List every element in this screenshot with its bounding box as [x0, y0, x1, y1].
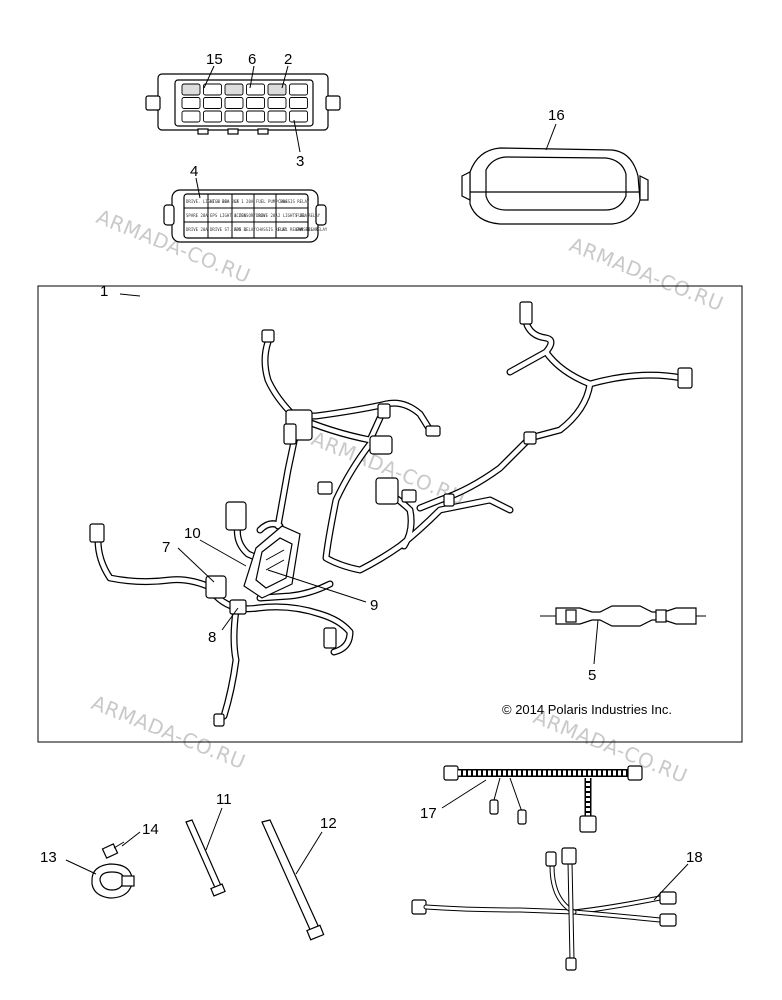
sub-harness-18 [411, 847, 677, 971]
protective-cover [461, 147, 649, 225]
inline-fuse-holder [540, 605, 706, 627]
main-harness-frame [37, 285, 743, 743]
relay-slot [203, 110, 222, 123]
relay-slot [267, 97, 287, 109]
callout-6: 6 [248, 51, 256, 68]
relay-slot [181, 110, 201, 123]
sub-harness-17 [443, 765, 643, 833]
callout-12: 12 [320, 815, 337, 832]
relay-slot [203, 83, 222, 96]
harness-wire-fill [257, 521, 283, 533]
fuse-slot-label: FUEL RELAY [296, 213, 321, 218]
harness-wire-fill [257, 581, 333, 601]
relay-slot [289, 83, 308, 96]
clamp-13 [91, 863, 135, 899]
relay-box-top [145, 73, 341, 135]
relay-slot [246, 110, 265, 123]
fuse-slot-label: ACCESSORY 20A [234, 213, 266, 218]
callout-8: 8 [208, 629, 216, 646]
callout-14: 14 [142, 821, 159, 838]
callout-4: 4 [190, 163, 198, 180]
callout-18: 18 [686, 849, 703, 866]
fuse-slot-label: DRIVE ST. AUX 1 [210, 227, 247, 232]
fuse-slot-label: LT 1 20A [234, 199, 254, 204]
cable-tie-11 [185, 819, 226, 897]
callout-17: 17 [420, 805, 437, 822]
harness-wire-fill [221, 607, 239, 719]
callout-numbers: 15 6 2 3 4 16 1 10 7 8 9 5 17 11 12 14 1… [40, 51, 703, 866]
main-harness [89, 301, 693, 727]
callout-1: 1 [100, 283, 108, 300]
relay-slot [224, 110, 244, 123]
relay-slot [181, 83, 201, 96]
callout-15: 15 [206, 51, 223, 68]
fuse-slot-label: CHASSIS RELAY [256, 227, 288, 232]
fuse-slot-label: DRIVE 20A [186, 227, 208, 232]
callout-10: 10 [184, 525, 201, 542]
relay-slot [181, 97, 201, 109]
relay-slot [203, 97, 222, 109]
copyright-notice: © 2014 Polaris Industries Inc. [502, 702, 672, 717]
relay-slot [224, 97, 244, 109]
relay-slot [267, 83, 287, 96]
fuse-slot-label: FUEL PUMP 20A [256, 199, 288, 204]
relay-slot [267, 110, 287, 123]
fuse-slot-label: FUEL RELAY [278, 227, 303, 232]
fuse-slot-label: CHASSIS RELAY [296, 227, 328, 232]
fuse-slot-label: SPARE 20A [186, 213, 208, 218]
fuse-slot-label: DRIVE. LIGHT 1 20A [186, 199, 230, 204]
fuse-slot-label: CHASSIS RELAY [278, 199, 310, 204]
callout-7: 7 [162, 539, 170, 556]
fuse-slot-label: 2 LIGHTS 20A [278, 213, 307, 218]
fuse-slot-label: EPS LIGHT 1 20A [210, 213, 247, 218]
callout-11: 11 [216, 791, 232, 808]
relay-slot [246, 83, 265, 96]
harness-wire-fill [95, 537, 215, 591]
cable-tie-12 [261, 819, 325, 941]
callout-2: 2 [284, 51, 292, 68]
callout-5: 5 [588, 667, 596, 684]
relay-slot [224, 83, 244, 96]
relay-slot [289, 97, 308, 109]
bolt-14 [101, 841, 125, 859]
harness-wire-fill [275, 429, 299, 529]
relay-slot [246, 97, 265, 109]
callout-9: 9 [370, 597, 378, 614]
relay-slot [289, 110, 308, 123]
callout-13: 13 [40, 849, 57, 866]
callout-16: 16 [548, 107, 565, 124]
fuse-slot-label: HIGH BEA 20A [210, 199, 239, 204]
fuse-slot-label: EPS RELAY [234, 227, 256, 232]
fuse-slot-label: DRIVE 20A [256, 213, 278, 218]
leader-lines [65, 65, 689, 901]
callout-3: 3 [296, 153, 304, 170]
watermark-2: ARMADA-CO.RU [566, 232, 727, 316]
fuse-slot-label: FAN RELAY [296, 227, 318, 232]
harness-wire-fill [323, 441, 513, 573]
